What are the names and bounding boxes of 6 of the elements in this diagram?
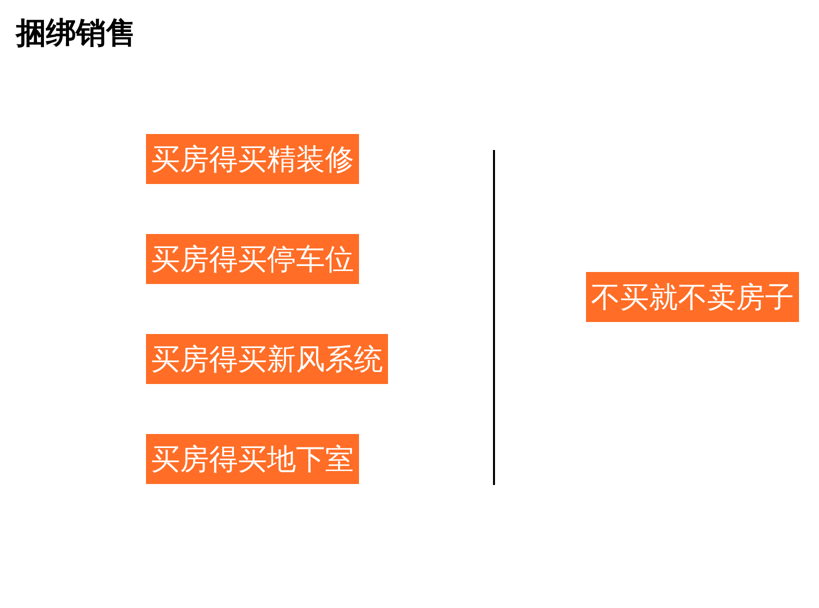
title: 捆绑销售: [16, 15, 136, 53]
label-box: 买房得买地下室: [146, 434, 359, 484]
label-box: 买房得买精装修: [146, 134, 359, 184]
label-box: 不买就不卖房子: [586, 272, 799, 322]
label-box: 买房得买停车位: [146, 234, 359, 284]
label-box: 买房得买新风系统: [146, 334, 388, 384]
